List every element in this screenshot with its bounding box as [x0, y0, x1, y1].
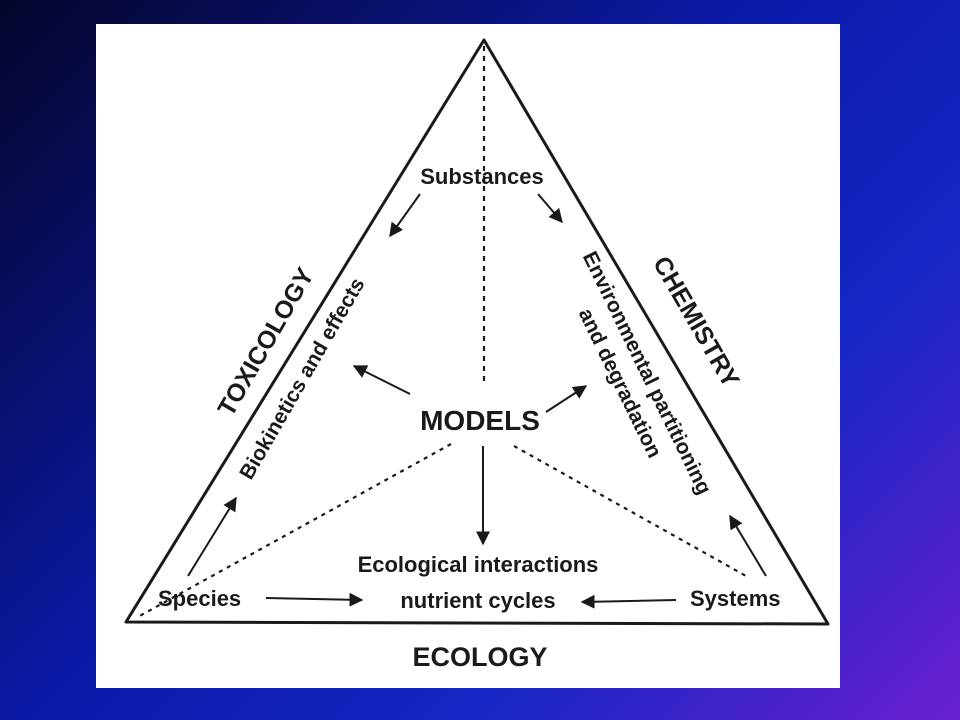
- corner-label-systems: Systems: [690, 586, 781, 611]
- corner-label-species: Species: [158, 586, 241, 611]
- corner-label-substances: Substances: [420, 164, 544, 189]
- dotted-line-left: [135, 443, 452, 619]
- triangle-diagram: Substances Species Systems MODELS TOXICO…: [124, 38, 830, 672]
- arrow-systems-to-ecological: [580, 594, 677, 609]
- side-label-chemistry: CHEMISTRY: [647, 252, 745, 393]
- diagram-panel: Substances Species Systems MODELS TOXICO…: [96, 24, 840, 688]
- center-label-models: MODELS: [420, 405, 540, 436]
- arrow-substances-to-partitioning: [537, 193, 563, 224]
- arrow-species-to-biokinetics: [187, 496, 237, 577]
- process-label-ecological-line2: nutrient cycles: [400, 588, 555, 613]
- arrow-species-to-ecological: [265, 592, 364, 607]
- arrow-substances-to-biokinetics: [389, 193, 421, 238]
- arrow-models-to-partitioning: [545, 385, 588, 413]
- arrow-models-to-biokinetics: [352, 365, 411, 395]
- side-label-ecology: ECOLOGY: [412, 642, 547, 672]
- arrow-systems-to-partitioning: [729, 514, 767, 577]
- outer-triangle: [124, 38, 830, 626]
- process-label-ecological-line1: Ecological interactions: [358, 552, 599, 577]
